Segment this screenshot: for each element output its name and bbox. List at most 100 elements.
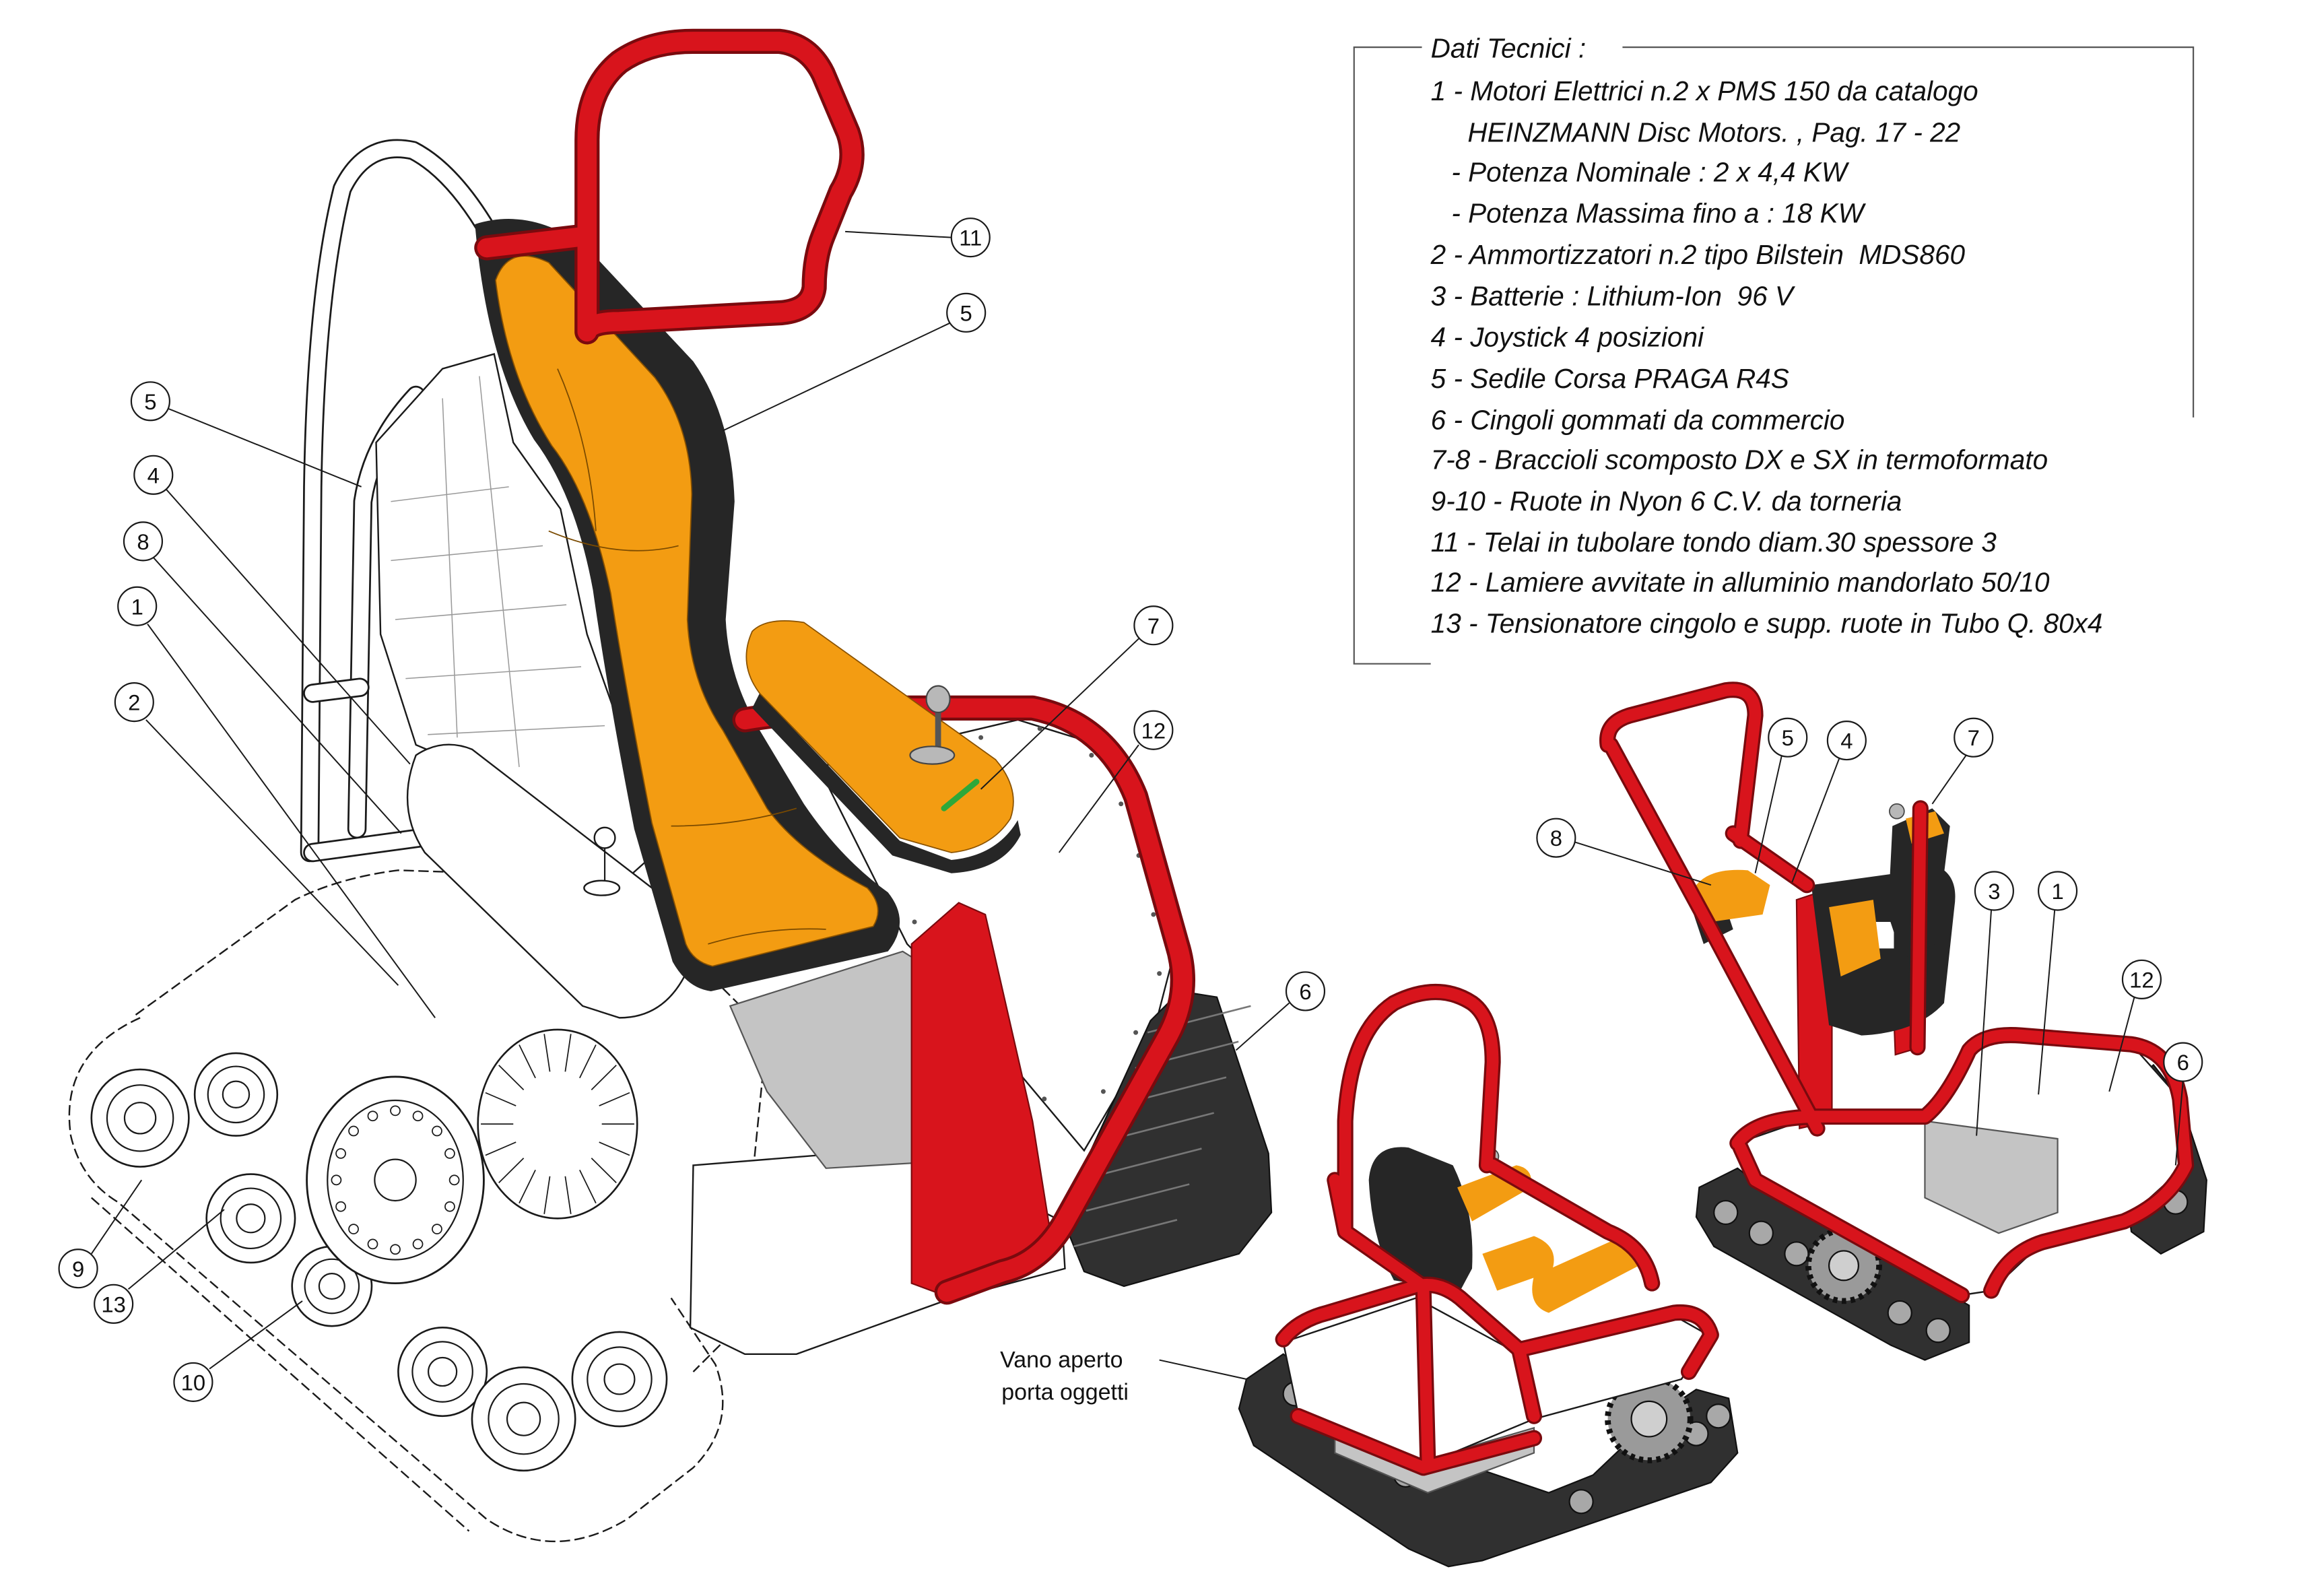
spec-line: - Potenza Massima fino a : 18 KW bbox=[1451, 198, 1866, 229]
left-joystick-knob bbox=[593, 826, 616, 849]
callout-bubble bbox=[1133, 605, 1174, 646]
right-view-battery-bay bbox=[1924, 1120, 2059, 1234]
callout-label: 5 bbox=[1782, 725, 1794, 750]
callout-label: 9 bbox=[72, 1257, 84, 1282]
road-wheel bbox=[1784, 1241, 1809, 1267]
rivet bbox=[1089, 752, 1094, 758]
road-wheel bbox=[571, 1331, 668, 1428]
motor-cooling-rib bbox=[599, 1141, 630, 1156]
motor-bolt bbox=[367, 1238, 378, 1250]
right-view-joystick-knob bbox=[1889, 803, 1905, 820]
motor-bolt bbox=[444, 1201, 455, 1212]
leader-line bbox=[1791, 758, 1840, 883]
callout: 9 bbox=[58, 1179, 143, 1289]
leader-line bbox=[980, 638, 1139, 790]
motor-cooling-rib bbox=[591, 1158, 617, 1183]
leader-line bbox=[1058, 744, 1139, 853]
road-wheel bbox=[1713, 1199, 1739, 1226]
callout-label: 8 bbox=[1550, 826, 1562, 851]
leader-line bbox=[2108, 997, 2135, 1092]
road-wheel-hub bbox=[123, 1102, 157, 1135]
road-wheel bbox=[397, 1327, 488, 1418]
callout-label: 11 bbox=[959, 226, 982, 251]
callout-bubble bbox=[1768, 717, 1808, 758]
callout: 7 bbox=[1931, 717, 1994, 805]
callout: 10 bbox=[173, 1300, 303, 1402]
spec-line: 3 - Batterie : Lithium-Ion 96 V bbox=[1431, 280, 1796, 311]
callout: 11 bbox=[845, 218, 991, 258]
callout-bubble bbox=[1285, 971, 1326, 1011]
callout-bubble bbox=[123, 521, 164, 562]
spec-line: 9-10 - Ruote in Nyon 6 C.V. da torneria bbox=[1431, 486, 1902, 517]
motor-bolt bbox=[444, 1148, 455, 1159]
motor-cooling-rib bbox=[579, 1044, 597, 1079]
callout-label: 5 bbox=[960, 300, 972, 325]
road-wheel bbox=[471, 1366, 576, 1472]
callout-bubble bbox=[2121, 959, 2162, 999]
callout-bubble bbox=[94, 1284, 134, 1324]
callout-bubble bbox=[2038, 871, 2078, 911]
road-wheel bbox=[90, 1068, 190, 1168]
rivet bbox=[1151, 912, 1156, 917]
road-wheel-hub bbox=[506, 1401, 541, 1436]
road-wheel bbox=[1748, 1220, 1774, 1246]
callout-label: 3 bbox=[1988, 879, 2000, 904]
mid-armrest-right bbox=[1532, 1236, 1646, 1313]
leader-line bbox=[168, 407, 362, 488]
motor-cooling-rib bbox=[564, 1176, 572, 1214]
road-wheel-rim bbox=[411, 1341, 473, 1403]
callout-bubble bbox=[133, 455, 174, 495]
callout-bubble bbox=[1954, 717, 1994, 758]
right-armrest bbox=[745, 620, 1014, 853]
callout: 2 bbox=[114, 682, 399, 986]
note-line: Vano aperto bbox=[1000, 1347, 1123, 1372]
motor-cooling-rib bbox=[498, 1158, 525, 1183]
callout: 4 bbox=[133, 455, 411, 765]
mid-seat-cushion bbox=[1482, 1236, 1554, 1291]
leader-line bbox=[1754, 755, 1782, 873]
wheel-assembly bbox=[90, 1028, 668, 1472]
spec-line: 4 - Joystick 4 posizioni bbox=[1431, 322, 1704, 353]
motor-bolt bbox=[448, 1174, 460, 1186]
road-wheel-hub bbox=[603, 1363, 636, 1395]
callout-bubble bbox=[946, 292, 987, 333]
leader-line bbox=[145, 719, 399, 986]
spec-title: Dati Tecnici : bbox=[1431, 32, 1586, 63]
spec-line: 1 - Motori Elettrici n.2 x PMS 150 da ca… bbox=[1431, 75, 1978, 106]
callout-bubble bbox=[2163, 1042, 2203, 1082]
leader-line bbox=[1931, 754, 1967, 805]
main-vehicle bbox=[68, 28, 1273, 1543]
motor-bolt bbox=[390, 1244, 401, 1255]
spec-line: 5 - Sedile Corsa PRAGA R4S bbox=[1431, 363, 1789, 394]
left-track-top-run bbox=[135, 869, 487, 1016]
motor-bolt bbox=[335, 1148, 346, 1159]
callout: 5 bbox=[130, 381, 362, 488]
callout: 12 bbox=[2108, 959, 2162, 1092]
motor-bolt bbox=[331, 1174, 342, 1186]
storage-note: Vano aperto porta oggetti bbox=[1000, 1347, 1247, 1405]
control-lever bbox=[941, 778, 980, 811]
callout-label: 12 bbox=[1141, 718, 1166, 743]
callout: 8 bbox=[1536, 818, 1712, 886]
callout: 1 bbox=[117, 586, 436, 1018]
leader-line bbox=[1976, 910, 1993, 1136]
right-joystick-base bbox=[909, 745, 956, 765]
motor-cooling-rib bbox=[485, 1092, 516, 1106]
leader-line bbox=[209, 1300, 303, 1370]
road-wheel-rim bbox=[220, 1187, 282, 1250]
drive-sprocket-hub bbox=[1828, 1250, 1859, 1282]
mid-frame bbox=[1277, 986, 1717, 1474]
spec-line: 13 - Tensionatore cingolo e supp. ruote … bbox=[1431, 608, 2103, 639]
rivet bbox=[1100, 1089, 1106, 1094]
motor-bolt bbox=[432, 1224, 442, 1234]
callout-label: 4 bbox=[1840, 729, 1853, 754]
left-armrest bbox=[406, 743, 690, 1019]
spec-line: - Potenza Nominale : 2 x 4,4 KW bbox=[1451, 156, 1849, 187]
motor-shaft bbox=[374, 1158, 417, 1202]
motor-bolt bbox=[348, 1125, 359, 1137]
spec-panel: Dati Tecnici : 1 - Motori Elettrici n.2 … bbox=[1353, 32, 2195, 665]
leader-line bbox=[722, 322, 951, 432]
leader-line bbox=[845, 230, 952, 238]
rivet bbox=[912, 919, 917, 925]
leader-line bbox=[1235, 1002, 1290, 1051]
